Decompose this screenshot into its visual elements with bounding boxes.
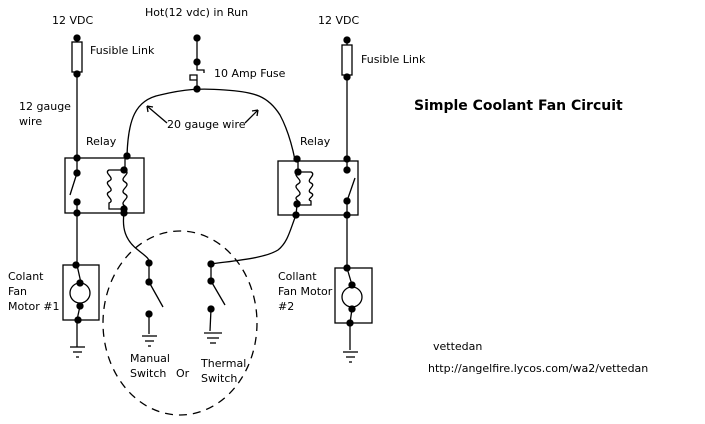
right-fusible-link-label: Fusible Link [361,53,426,66]
left-fusible-link-label: Fusible Link [90,44,155,57]
diagram-title: Simple Coolant Fan Circuit [414,98,623,114]
gauge-20-pointer-arrows [146,105,259,124]
author-url[interactable]: http://angelfire.lycos.com/wa2/vettedan [428,362,649,375]
fuse-label: 10 Amp Fuse [214,67,286,80]
left-supply-label: 12 VDC [52,14,94,27]
manual-switch-label: Manual Switch [130,352,170,380]
hot-in-run-label: Hot(12 vdc) in Run [145,6,249,19]
thermal-switch [204,264,226,344]
right-relay-label: Relay [300,135,331,148]
left-fusible-link [71,38,83,158]
gauge-12-label: 12 gauge wire [19,100,71,128]
thermal-switch-label: Thermal Switch [201,357,247,385]
gauge-20-label: 20 gauge wire [167,118,246,131]
wire-20-gauge [126,88,296,161]
right-fusible-link [341,40,353,161]
right-supply-label: 12 VDC [318,14,360,27]
left-supply-terminal [73,34,81,42]
or-label: Or [176,367,190,380]
switch-group-boundary [102,230,258,416]
hot-in-run-terminal [193,34,201,42]
motor-1 [62,264,100,358]
motor-2-label: Collant Fan Motor #2 [278,270,333,313]
author-label: vettedan [433,340,483,353]
motor-1-label: Colant Fan Motor #1 [8,270,60,313]
manual-switch [142,263,164,347]
fuse-10amp [189,38,205,88]
right-supply-terminal [343,36,351,44]
left-relay-label: Relay [86,135,117,148]
